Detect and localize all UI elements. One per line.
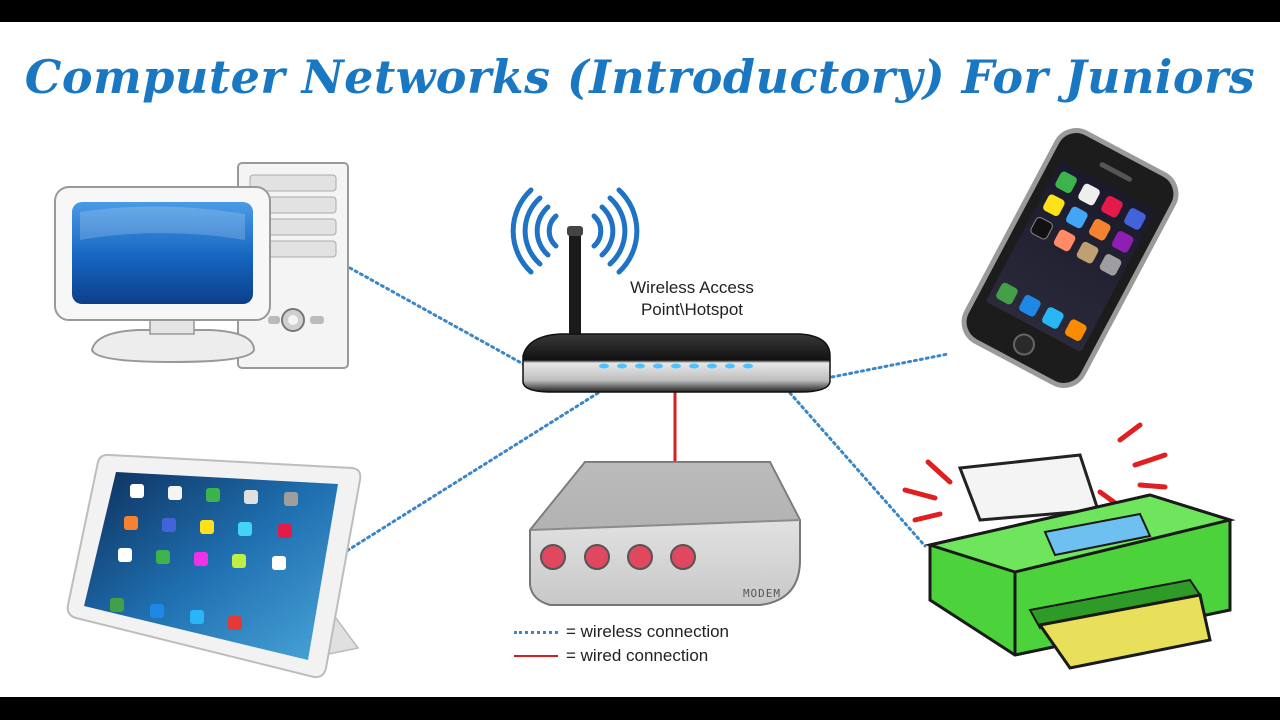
access-point-label: Wireless Access Point\Hotspot — [612, 277, 772, 321]
modem-label: MODEM — [743, 587, 781, 600]
legend-wired-label: = wired connection — [566, 646, 709, 665]
wireless-links — [343, 266, 950, 554]
wired-line-swatch — [514, 655, 558, 657]
link-tablet — [343, 391, 600, 554]
access-point-label-line1: Wireless Access — [630, 278, 754, 297]
smartphone-icon — [961, 128, 1179, 388]
legend-wireless-label: = wireless connection — [566, 622, 730, 641]
app-grid-icon — [110, 484, 298, 630]
link-printer — [788, 391, 927, 548]
wifi-signal-icon — [510, 187, 640, 275]
link-phone — [830, 352, 950, 379]
diagram-title: Computer Networks (Introductory) For Jun… — [24, 50, 1256, 104]
wireless-line-swatch — [514, 630, 558, 634]
diagram-canvas: Computer Networks (Introductory) For Jun… — [0, 22, 1280, 697]
modem-icon: MODEM — [529, 461, 801, 606]
access-point-label-line2: Point\Hotspot — [640, 300, 744, 319]
wireless-router-icon — [510, 187, 831, 393]
legend: = wireless connection = wired connection — [514, 620, 729, 668]
network-diagram: MODEM — [54, 128, 1236, 679]
desktop-computer-icon — [54, 162, 349, 369]
tablet-icon — [66, 453, 362, 679]
link-desktop — [348, 266, 527, 367]
app-grid-icon — [996, 171, 1146, 341]
printer-icon — [902, 422, 1236, 670]
legend-item-wired: = wired connection — [514, 644, 729, 668]
legend-item-wireless: = wireless connection — [514, 620, 729, 644]
